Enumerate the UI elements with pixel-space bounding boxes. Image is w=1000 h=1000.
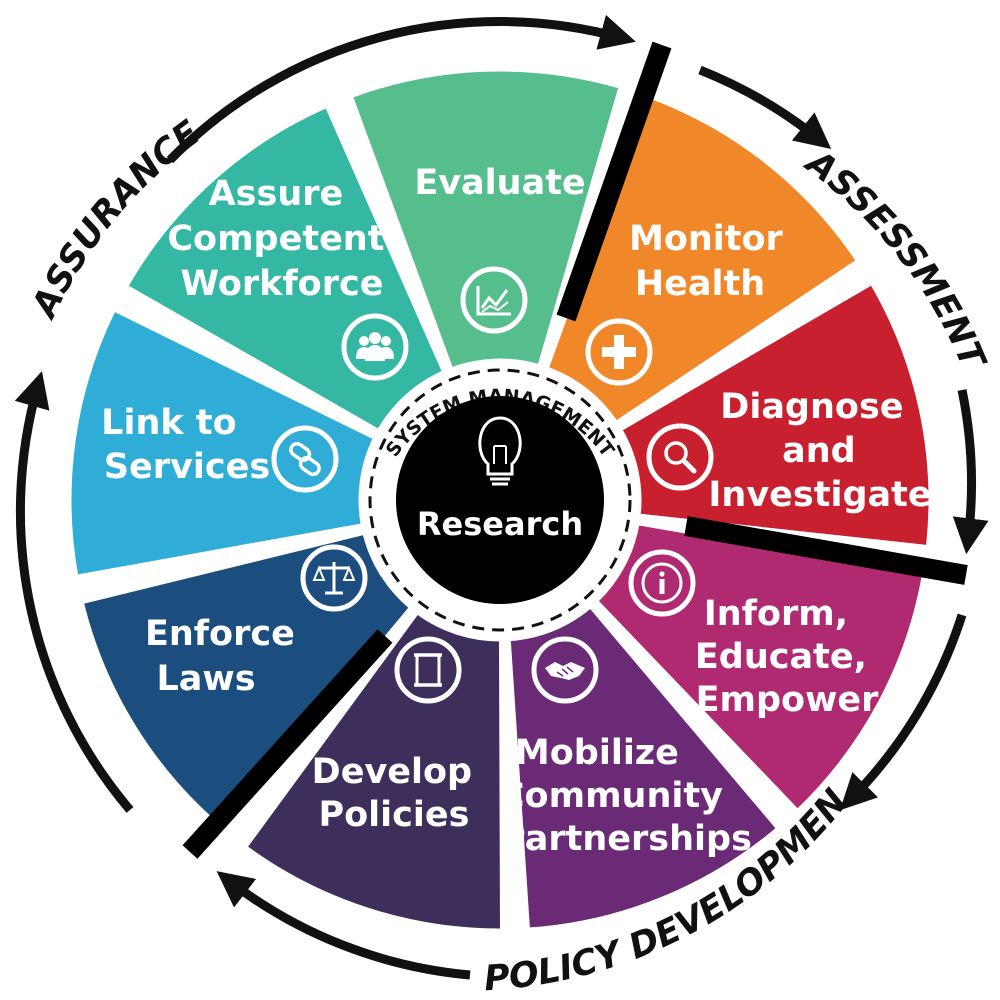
label-enforce-laws: Enforce Laws	[145, 614, 307, 699]
segment-icons	[271, 266, 714, 704]
label-diagnose-investigate: Diagnose and Investigate	[708, 387, 931, 515]
research-label: Research	[417, 505, 583, 543]
label-assure-workforce: Assure Competent Workforce	[167, 174, 396, 304]
cycle-arrow-assessment-top	[698, 65, 832, 150]
divider-assessment-policy	[684, 516, 968, 585]
handshake-icon	[531, 636, 599, 704]
magnifier-icon	[646, 423, 714, 491]
label-mobilize-partnerships: Mobilize Community Partnerships	[499, 733, 752, 859]
cycle-arrow-assessment-right	[952, 389, 989, 555]
plus-icon	[585, 318, 653, 386]
lightbulb-icon	[478, 416, 522, 486]
people-icon	[341, 313, 409, 381]
system-management-dashed-border	[368, 368, 632, 632]
cycle-arrow-policy	[839, 613, 967, 811]
label-evaluate: Evaluate	[414, 163, 585, 203]
service-segments	[68, 68, 932, 932]
cycle-arrow-left	[14, 371, 134, 813]
divider-assurance-assessment	[556, 41, 672, 322]
label-monitor-health: Monitor Health	[629, 219, 795, 304]
research-hub[interactable]	[396, 396, 604, 604]
chart-icon	[460, 266, 528, 334]
cycle-arrow-bottom	[216, 871, 471, 980]
divider-policy-assurance	[182, 629, 393, 859]
cycle-arrows	[14, 14, 989, 980]
segment-link-to-services[interactable]	[68, 308, 376, 578]
segment-evaluate[interactable]	[350, 68, 622, 371]
label-develop-policies: Develop Policies	[312, 752, 485, 835]
chain-link-icon	[271, 425, 339, 493]
label-link-to-services: Link to Services	[101, 403, 270, 487]
info-icon	[628, 549, 696, 617]
label-inform-educate-empower: Inform, Educate, Empower	[695, 594, 879, 720]
scroll-icon	[394, 636, 462, 704]
segment-labels: Evaluate Monitor Health Diagnose and Inv…	[101, 163, 931, 859]
cycle-arrow-top	[166, 14, 636, 164]
phase-dividers	[182, 41, 968, 859]
scales-icon	[300, 544, 368, 612]
